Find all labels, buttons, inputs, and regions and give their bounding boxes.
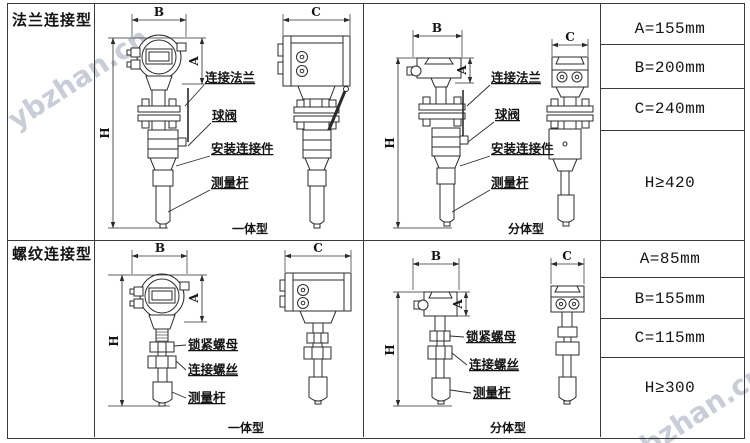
thread-type-drawings: B C B C A A H H 锁紧螺母 连接螺丝 测量杆 锁紧螺母 连接螺丝 … [107, 241, 585, 435]
device-thread-integrated-front [129, 273, 190, 407]
dim-letter-c-r2-integrated: C [313, 241, 323, 255]
callout-connect-flange: 连接法兰 [491, 70, 542, 85]
grid-h-r1b [600, 88, 744, 89]
callout-measure-rod: 测量杆 [491, 175, 529, 190]
dim-letter-c-r2-split: C [562, 249, 572, 263]
dim-letter-b-r1-split: B [432, 21, 442, 35]
dim-letter-b-r2-integrated: B [155, 241, 165, 255]
grid-h-r2c [600, 357, 744, 358]
callout-connect-screw: 连接螺丝 [188, 362, 239, 377]
value-a-row2: A=85mm [639, 250, 701, 268]
row-label-flange-type: 法兰连接型 [11, 11, 92, 29]
device-flange-split-front [406, 57, 469, 227]
row-label-thread-type: 螺纹连接型 [11, 245, 92, 263]
value-a-row1: A=155mm [634, 20, 706, 38]
dim-letter-c-r1-integrated: C [311, 5, 321, 19]
device-thread-integrated-side [279, 272, 352, 405]
caption-split-row2: 分体型 [490, 420, 526, 435]
dim-letter-h-r1-integrated: H [98, 127, 112, 138]
caption-integrated-row1: 一体型 [232, 221, 268, 236]
value-b-row1: B=200mm [634, 59, 706, 77]
device-thread-split-front [413, 291, 458, 405]
caption-integrated-row2: 一体型 [228, 420, 264, 435]
value-h-row1: H≥420 [644, 174, 696, 192]
value-c-row1: C=240mm [634, 100, 706, 118]
value-h-row2: H≥300 [644, 379, 696, 397]
callout-measure-rod: 测量杆 [473, 385, 511, 400]
dim-letter-a-r1-split: A [455, 65, 469, 76]
table-outer-border [7, 3, 745, 439]
callouts-row2-integrated: 锁紧螺母 连接螺丝 测量杆 [171, 337, 239, 405]
callouts-row1-split: 连接法兰 球阀 安装连接件 测量杆 [451, 70, 554, 213]
callout-lock-nut: 锁紧螺母 [188, 337, 239, 352]
callouts-row2-split: 锁紧螺母 连接螺丝 测量杆 [449, 329, 520, 400]
dim-letter-a-r1-integrated: A [187, 56, 201, 67]
device-flange-integrated-side [277, 35, 351, 229]
callout-measure-rod: 测量杆 [188, 390, 226, 405]
dimension-lines-row1 [108, 14, 589, 229]
grid-h-r1a [600, 44, 744, 45]
device-thread-split-side [550, 285, 585, 405]
dim-letter-a-r2-integrated: A [187, 293, 201, 304]
grid-v-valuecol [600, 3, 601, 437]
grid-h-r2a [600, 277, 744, 278]
grid-h-rowdivider [7, 240, 744, 241]
dim-letter-b-r2-split: B [431, 249, 441, 263]
dimension-lines-row2 [108, 250, 585, 407]
callout-ball-valve: 球阀 [212, 108, 237, 123]
dim-letter-h-r2-split: H [383, 344, 397, 355]
callouts-row1-integrated: 连接法兰 球阀 安装连接件 测量杆 [167, 70, 274, 213]
callout-mount-connector: 安装连接件 [211, 141, 274, 156]
callout-connect-flange: 连接法兰 [205, 70, 256, 85]
callout-lock-nut: 锁紧螺母 [466, 329, 517, 344]
grid-h-r2b [600, 318, 744, 319]
dim-letter-a-r2-split: A [451, 299, 465, 310]
value-c-row2: C=115mm [634, 329, 706, 347]
flange-type-drawings: B C B C A A H H 连接法兰 球阀 安装连接件 测量杆 连接法兰 球… [98, 5, 594, 236]
device-flange-integrated-front [126, 34, 189, 229]
callout-connect-screw: 连接螺丝 [469, 357, 520, 372]
grid-h-r1c [600, 130, 744, 131]
callout-ball-valve: 球阀 [495, 107, 520, 122]
dim-letter-c-r1-split: C [565, 30, 575, 44]
dim-letter-b-r1-integrated: B [154, 5, 164, 19]
device-flange-split-side [546, 56, 594, 227]
grid-v-typecol [94, 3, 95, 437]
value-b-row2: B=155mm [634, 290, 706, 308]
dim-letter-h-r1-split: H [383, 137, 397, 148]
callout-mount-connector: 安装连接件 [491, 141, 554, 156]
callout-measure-rod: 测量杆 [211, 175, 249, 190]
dim-letter-h-r2-integrated: H [107, 335, 121, 346]
caption-split-row1: 分体型 [508, 221, 544, 236]
grid-v-middle [363, 3, 364, 437]
